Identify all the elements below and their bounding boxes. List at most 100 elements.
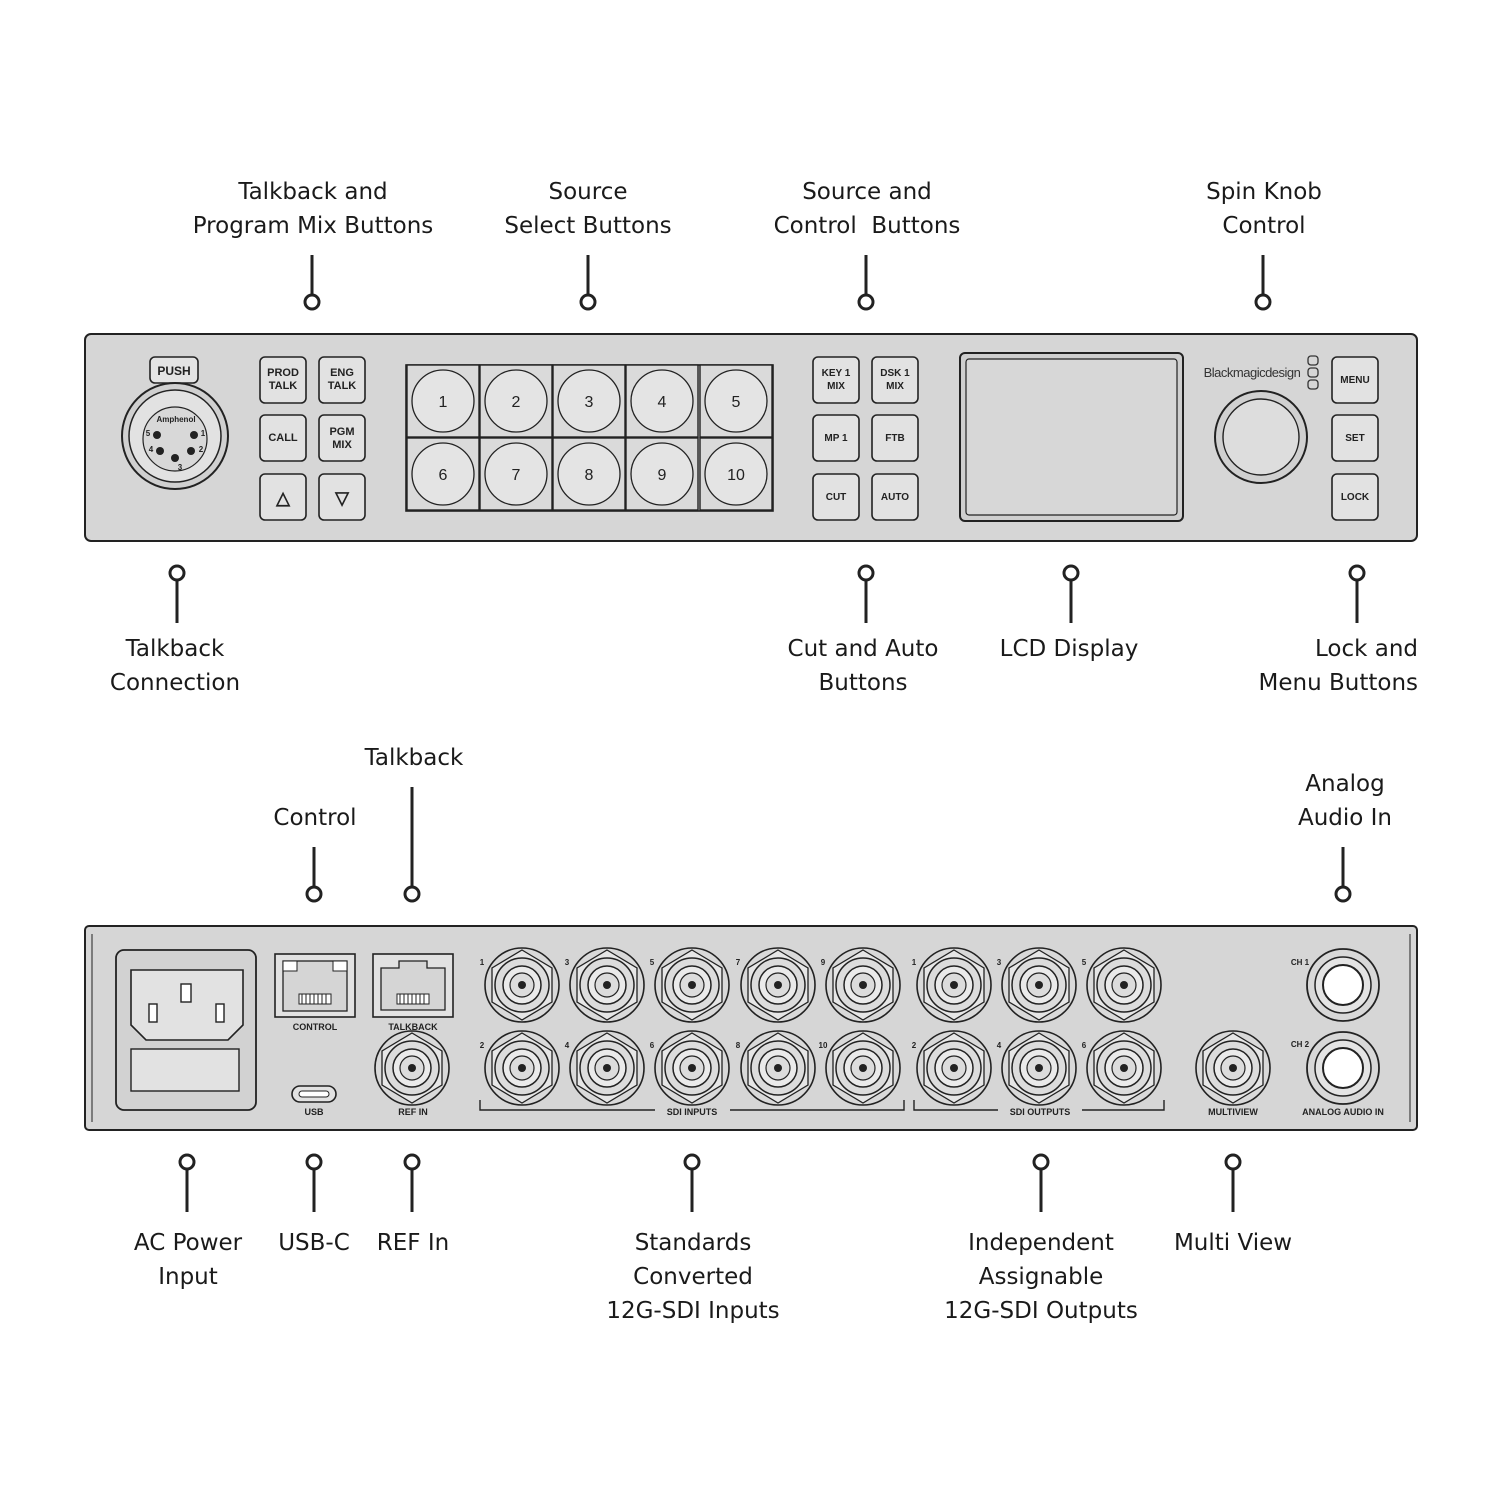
sdi-output-3[interactable]: 3 bbox=[997, 947, 1077, 1023]
svg-text:5: 5 bbox=[1082, 958, 1087, 967]
sdi-output-2[interactable]: 2 bbox=[912, 1030, 992, 1106]
source-button-3[interactable]: 3 bbox=[552, 364, 626, 438]
call-button[interactable]: CALL bbox=[259, 414, 307, 462]
callout-source-select: Source Select Buttons bbox=[504, 179, 672, 239]
svg-text:SET: SET bbox=[1345, 433, 1364, 444]
control-port[interactable]: CONTROL bbox=[274, 953, 356, 1032]
ftb-button[interactable]: FTB bbox=[871, 414, 919, 462]
source-button-7[interactable]: 7 bbox=[479, 437, 553, 511]
svg-text:4: 4 bbox=[565, 1041, 570, 1050]
lock-button[interactable]: LOCK bbox=[1331, 473, 1379, 521]
svg-text:1: 1 bbox=[439, 394, 448, 411]
analog-audio-ch2[interactable]: CH 2 bbox=[1291, 1031, 1380, 1105]
sdi-input-3[interactable]: 3 bbox=[565, 947, 645, 1023]
callout-source-control: Source and Control Buttons bbox=[773, 179, 961, 239]
talkback-port-label: TALKBACK bbox=[388, 1022, 438, 1032]
callout-lock-menu: Lock and Menu Buttons bbox=[1258, 636, 1418, 696]
svg-text:2: 2 bbox=[480, 1041, 485, 1050]
svg-text:5: 5 bbox=[650, 958, 655, 967]
source-button-6[interactable]: 6 bbox=[406, 437, 480, 511]
up-arrow-button[interactable]: △ bbox=[259, 473, 307, 521]
source-button-8[interactable]: 8 bbox=[552, 437, 626, 511]
svg-text:MP 1: MP 1 bbox=[824, 433, 848, 444]
source-button-5[interactable]: 5 bbox=[699, 364, 773, 438]
xlr-pin-3: 3 bbox=[178, 463, 183, 472]
sdi-input-6[interactable]: 6 bbox=[650, 1030, 730, 1106]
svg-text:10: 10 bbox=[819, 1041, 828, 1050]
down-arrow-button[interactable]: ▽ bbox=[318, 473, 366, 521]
source-button-10[interactable]: 10 bbox=[699, 437, 773, 511]
svg-text:2: 2 bbox=[912, 1041, 917, 1050]
ch1-label: CH 1 bbox=[1291, 958, 1310, 967]
svg-text:10: 10 bbox=[727, 467, 745, 484]
usb-port-label: USB bbox=[304, 1107, 324, 1117]
callout-cut-auto: Cut and Auto Buttons bbox=[787, 636, 939, 696]
sdi-input-7[interactable]: 7 bbox=[736, 947, 816, 1023]
pgm-mix-button[interactable]: PGM MIX bbox=[318, 414, 366, 462]
leader-talkback bbox=[403, 787, 421, 903]
svg-text:PROD: PROD bbox=[267, 367, 299, 379]
svg-text:5: 5 bbox=[732, 394, 741, 411]
svg-text:3: 3 bbox=[997, 958, 1002, 967]
analog-audio-ch1[interactable]: CH 1 bbox=[1291, 948, 1380, 1022]
callout-multi-view: Multi View bbox=[1173, 1230, 1293, 1256]
sdi-input-8[interactable]: 8 bbox=[736, 1030, 816, 1106]
spin-knob[interactable] bbox=[1214, 390, 1308, 484]
sdi-output-1[interactable]: 1 bbox=[912, 947, 992, 1023]
dsk1-mix-button[interactable]: DSK 1 MIX bbox=[871, 356, 919, 404]
sdi-input-10[interactable]: 10 bbox=[819, 1030, 901, 1106]
set-button[interactable]: SET bbox=[1331, 414, 1379, 462]
menu-button[interactable]: MENU bbox=[1331, 356, 1379, 404]
sdi-outputs-bracket bbox=[913, 1100, 1165, 1111]
ref-in-port[interactable]: REF IN bbox=[374, 1030, 450, 1117]
sdi-input-5[interactable]: 5 bbox=[650, 947, 730, 1023]
source-button-2[interactable]: 2 bbox=[479, 364, 553, 438]
eng-talk-button[interactable]: ENG TALK bbox=[318, 356, 366, 404]
source-button-1[interactable]: 1 bbox=[406, 364, 480, 438]
svg-text:CALL: CALL bbox=[268, 432, 298, 444]
leader-spin-knob bbox=[1254, 253, 1272, 311]
svg-text:6: 6 bbox=[439, 467, 448, 484]
callout-talkback: Talkback bbox=[364, 745, 464, 771]
brand-logo: Blackmagicdesign bbox=[1204, 365, 1301, 380]
callout-talkback-program-mix: Talkback and Program Mix Buttons bbox=[192, 179, 434, 239]
auto-button[interactable]: AUTO bbox=[871, 473, 919, 521]
mp1-button[interactable]: MP 1 bbox=[812, 414, 860, 462]
talkback-port[interactable]: TALKBACK bbox=[372, 953, 454, 1032]
xlr-brand: Amphenol bbox=[156, 415, 195, 424]
sdi-output-5[interactable]: 5 bbox=[1082, 947, 1162, 1023]
sdi-input-1[interactable]: 1 bbox=[480, 947, 560, 1023]
sdi-input-4[interactable]: 4 bbox=[565, 1030, 645, 1106]
svg-text:3: 3 bbox=[585, 394, 594, 411]
sdi-output-4[interactable]: 4 bbox=[997, 1030, 1077, 1106]
sdi-input-9[interactable]: 9 bbox=[821, 947, 901, 1023]
sdi-inputs-label: SDI INPUTS bbox=[667, 1107, 718, 1117]
multiview-label: MULTIVIEW bbox=[1208, 1107, 1258, 1117]
prod-talk-button[interactable]: PROD TALK bbox=[259, 356, 307, 404]
down-arrow-icon: ▽ bbox=[334, 488, 350, 508]
multiview-port[interactable]: MULTIVIEW bbox=[1195, 1030, 1271, 1117]
sdi-output-6[interactable]: 6 bbox=[1082, 1030, 1162, 1106]
usb-c-port[interactable]: USB bbox=[291, 1085, 337, 1117]
leader-source-control bbox=[857, 253, 875, 311]
svg-text:2: 2 bbox=[512, 394, 521, 411]
xlr-pin-1: 1 bbox=[201, 429, 206, 438]
callout-lcd-display: LCD Display bbox=[999, 636, 1139, 662]
cut-button[interactable]: CUT bbox=[812, 473, 860, 521]
svg-text:LOCK: LOCK bbox=[1341, 492, 1370, 503]
xlr-pin-5: 5 bbox=[146, 429, 151, 438]
ac-power-input[interactable] bbox=[115, 949, 257, 1111]
source-button-4[interactable]: 4 bbox=[625, 364, 699, 438]
svg-text:MENU: MENU bbox=[1340, 375, 1369, 386]
up-arrow-icon: △ bbox=[275, 488, 291, 508]
xlr-pin-2: 2 bbox=[199, 445, 204, 454]
key1-mix-button[interactable]: KEY 1 MIX bbox=[812, 356, 860, 404]
xlr-talkback-connector[interactable]: PUSH Amphenol 1 2 3 4 5 bbox=[121, 356, 229, 490]
callout-ref-in: REF In bbox=[376, 1230, 450, 1256]
source-button-9[interactable]: 9 bbox=[625, 437, 699, 511]
sdi-input-2[interactable]: 2 bbox=[480, 1030, 560, 1106]
svg-text:4: 4 bbox=[658, 394, 667, 411]
svg-text:TALK: TALK bbox=[328, 380, 357, 392]
